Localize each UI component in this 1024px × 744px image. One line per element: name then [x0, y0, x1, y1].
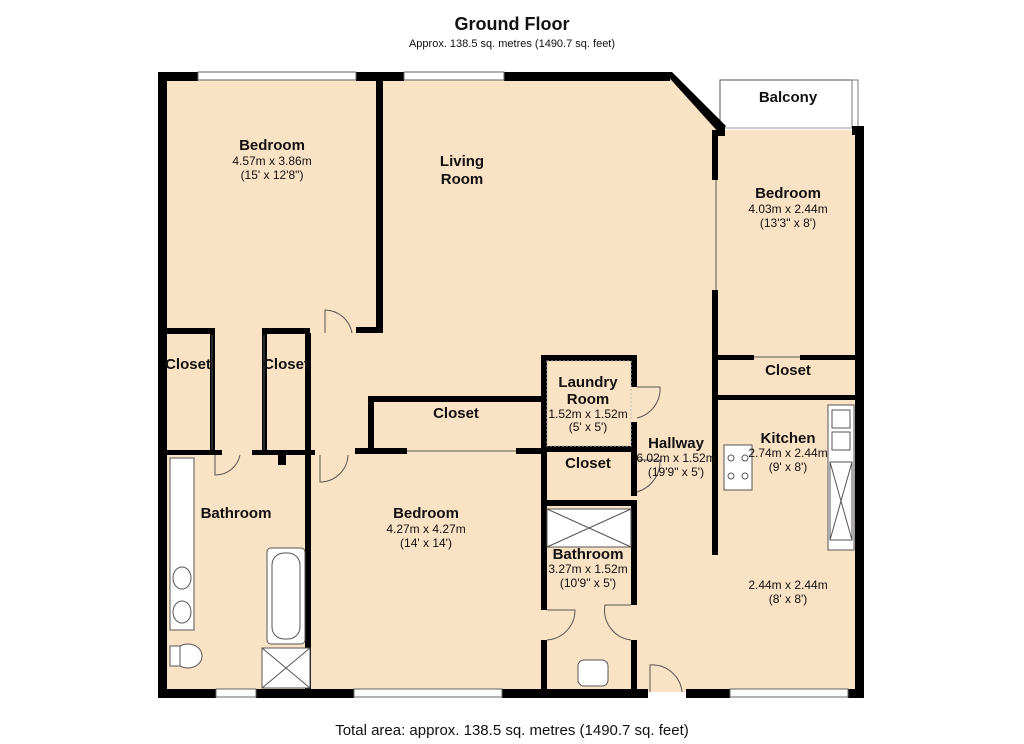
room-labels: Bedroom 4.57m x 3.86m (15' x 12'8") Livi…	[165, 89, 828, 606]
bedroom-ne-dim-imperial: (13'3" x 8')	[760, 216, 816, 230]
kitchen-dim-imperial: (9' x 8')	[769, 460, 808, 474]
bathroom-c-dim-metric: 3.27m x 1.52m	[548, 562, 627, 576]
plan-title: Ground Floor	[454, 14, 570, 34]
dining-dim-imperial: (8' x 8')	[769, 592, 808, 606]
stove-icon	[723, 444, 753, 491]
fixtures	[169, 360, 855, 689]
total-area: Total area: approx. 138.5 sq. metres (14…	[335, 722, 689, 739]
closet-w1-name: Closet	[165, 356, 211, 373]
bedroom-s-dim-metric: 4.27m x 4.27m	[386, 522, 465, 536]
hallway-dim-imperial: (19'9" x 5')	[648, 465, 704, 479]
sink-icon-2	[172, 600, 192, 624]
sink-icon	[172, 566, 192, 590]
hallway-dim-metric: 6.02m x 1.52m	[636, 451, 715, 465]
bedroom-ne-dim-metric: 4.03m x 2.44m	[748, 202, 827, 216]
closet-hall-name: Closet	[565, 455, 611, 472]
balcony-area	[719, 79, 858, 129]
bathroom-c-name: Bathroom	[553, 546, 624, 563]
bedroom-s-dim-imperial: (14' x 14')	[400, 536, 452, 550]
floor-fill	[162, 76, 860, 692]
kitchen-dim-metric: 2.74m x 2.44m	[748, 446, 827, 460]
exterior-walls	[158, 72, 864, 698]
sink-icon-3	[577, 659, 609, 687]
laundry-dim-metric: 1.52m x 1.52m	[548, 407, 627, 421]
living-room-name-1: Living	[440, 153, 484, 170]
closet-ne-name: Closet	[765, 362, 811, 379]
hallway-name: Hallway	[648, 435, 705, 452]
bedroom-s-name: Bedroom	[393, 505, 459, 522]
doors	[211, 180, 800, 693]
balcony-name: Balcony	[759, 89, 818, 106]
dining-dim-metric: 2.44m x 2.44m	[748, 578, 827, 592]
laundry-dim-imperial: (5' x 5')	[569, 420, 608, 434]
kitchen-name: Kitchen	[760, 430, 815, 447]
bathroom-w-name: Bathroom	[201, 505, 272, 522]
bathroom-c-dim-imperial: (10'9" x 5')	[560, 576, 616, 590]
bedroom-nw-name: Bedroom	[239, 137, 305, 154]
bedroom-nw-dim-imperial: (15' x 12'8")	[241, 168, 304, 182]
floor-area	[162, 76, 860, 692]
closet-center-name: Closet	[433, 405, 479, 422]
plan-subtitle: Approx. 138.5 sq. metres (1490.7 sq. fee…	[408, 38, 616, 50]
windows	[197, 71, 849, 698]
closet-w2-name: Closet	[263, 356, 309, 373]
laundry-name-2: Room	[567, 391, 610, 408]
bedroom-nw-dim-metric: 4.57m x 3.86m	[232, 154, 311, 168]
living-room-name-2: Room	[441, 171, 484, 188]
laundry-name-1: Laundry	[558, 374, 618, 391]
bedroom-ne-name: Bedroom	[755, 185, 821, 202]
